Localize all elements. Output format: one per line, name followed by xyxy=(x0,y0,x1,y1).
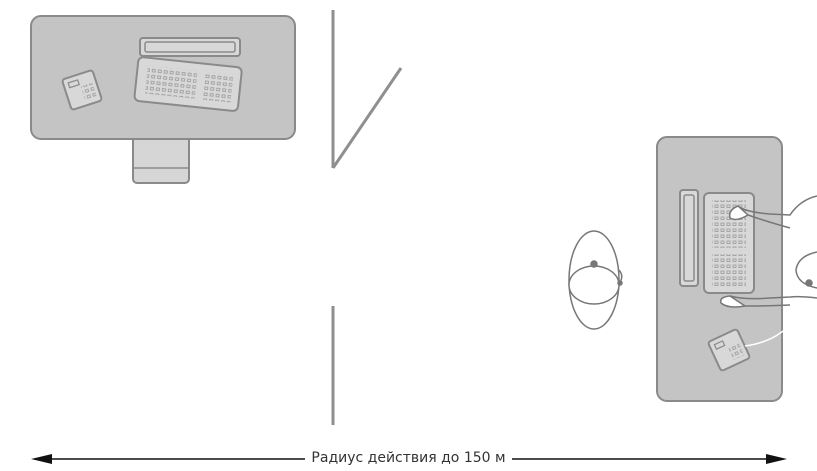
range-caption-text: Радиус действия до 150 м xyxy=(305,450,511,466)
wall-with-door xyxy=(333,10,401,425)
right-monitor-icon xyxy=(680,190,698,286)
range-caption: Радиус действия до 150 м xyxy=(0,449,817,467)
person-with-wireless-headset-icon xyxy=(569,231,622,329)
left-desk-chair-back xyxy=(133,133,189,183)
door-leaf xyxy=(333,68,401,168)
left-monitor-icon xyxy=(140,38,240,56)
left-desk xyxy=(31,16,295,183)
right-desk xyxy=(657,137,805,401)
right-keyboard-icon xyxy=(704,193,754,293)
left-keyboard-icon xyxy=(134,57,242,112)
